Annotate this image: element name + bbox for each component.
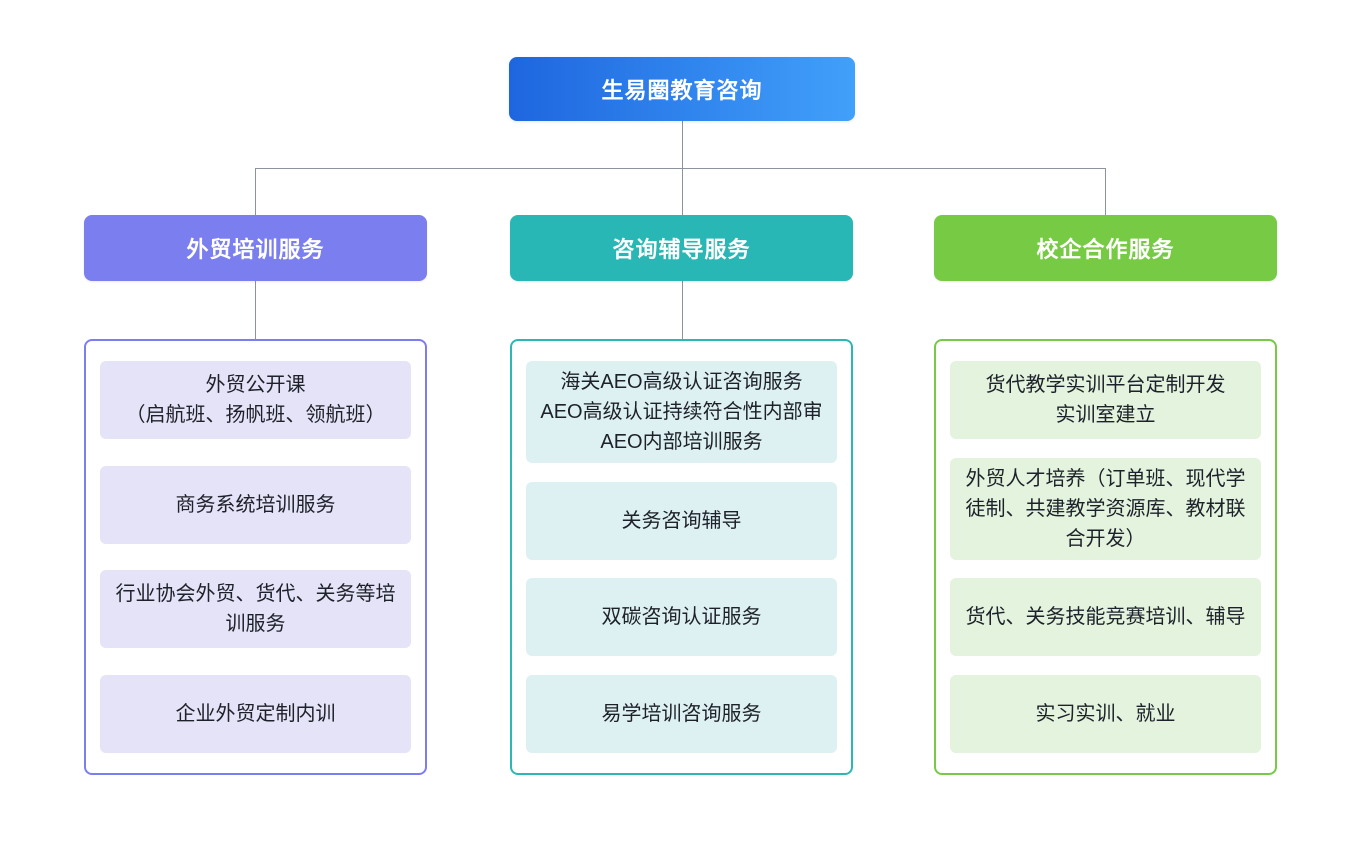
service-item: 外贸人才培养（订单班、现代学徒制、共建教学资源库、教材联合开发） xyxy=(950,457,1261,560)
connector-branch-2-panel xyxy=(682,281,683,339)
service-item: 行业协会外贸、货代、关务等培训服务 xyxy=(100,570,411,649)
branch-panel-consulting: 海关AEO高级认证咨询服务 AEO高级认证持续符合性内部审 AEO内部培训服务 … xyxy=(510,339,853,775)
branch-panel-school-enterprise: 货代教学实训平台定制开发 实训室建立 外贸人才培养（订单班、现代学徒制、共建教学… xyxy=(934,339,1277,775)
connector-horizontal-bar xyxy=(255,168,1106,169)
branch-header-label: 咨询辅导服务 xyxy=(612,237,751,262)
service-item: 外贸公开课 （启航班、扬帆班、领航班） xyxy=(100,361,411,439)
branch-header-consulting: 咨询辅导服务 xyxy=(510,215,853,281)
root-node-label: 生易圈教育咨询 xyxy=(601,78,763,103)
branch-header-label: 外贸培训服务 xyxy=(186,237,325,262)
service-item: 海关AEO高级认证咨询服务 AEO高级认证持续符合性内部审 AEO内部培训服务 xyxy=(526,361,837,463)
service-item: 货代教学实训平台定制开发 实训室建立 xyxy=(950,361,1261,439)
connector-branch-1-panel xyxy=(255,281,256,339)
branch-header-label: 校企合作服务 xyxy=(1036,237,1175,262)
root-node: 生易圈教育咨询 xyxy=(509,57,855,121)
service-item: 实习实训、就业 xyxy=(950,674,1261,753)
service-item: 商务系统培训服务 xyxy=(100,465,411,544)
service-item: 货代、关务技能竞赛培训、辅导 xyxy=(950,578,1261,657)
service-item: 易学培训咨询服务 xyxy=(526,674,837,753)
connector-branch-1-drop xyxy=(255,168,256,215)
branch-panel-trade-training: 外贸公开课 （启航班、扬帆班、领航班） 商务系统培训服务 行业协会外贸、货代、关… xyxy=(84,339,427,775)
service-item: 关务咨询辅导 xyxy=(526,481,837,560)
service-item: 双碳咨询认证服务 xyxy=(526,578,837,657)
connector-root-vertical xyxy=(682,121,683,168)
connector-branch-3-drop xyxy=(1105,168,1106,215)
connector-branch-2-drop xyxy=(682,168,683,215)
branch-header-school-enterprise: 校企合作服务 xyxy=(934,215,1277,281)
branch-header-trade-training: 外贸培训服务 xyxy=(84,215,427,281)
service-item: 企业外贸定制内训 xyxy=(100,674,411,753)
